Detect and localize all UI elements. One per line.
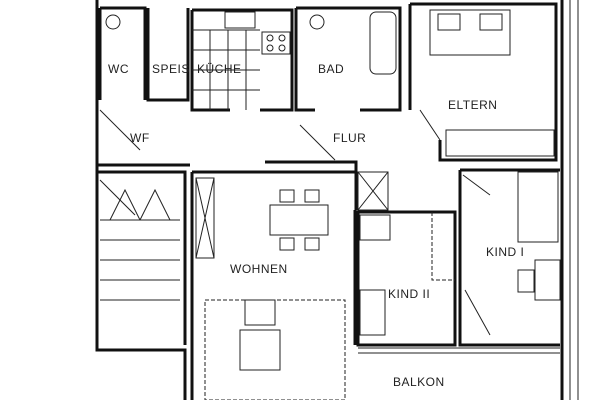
shelf-icon <box>195 177 215 259</box>
sink-icon <box>224 11 256 29</box>
wardrobe-icon <box>445 129 555 157</box>
cabinet-icon <box>357 171 389 211</box>
speis-walls <box>146 8 190 102</box>
outer-wall-left <box>95 0 187 400</box>
room-label-speis: SPEIS <box>152 62 190 76</box>
flur-wall <box>265 160 358 210</box>
kueche-walls <box>190 8 294 112</box>
bathtub-icon <box>369 11 397 75</box>
stair-walls <box>97 170 187 345</box>
wc-walls <box>98 6 147 100</box>
room-label-eltern: ELTERN <box>448 98 498 112</box>
table-kind1 <box>534 259 561 301</box>
bed-kind1 <box>517 171 559 243</box>
bed-icon <box>429 9 511 56</box>
balkon-rail <box>358 347 560 354</box>
desk-icon <box>359 289 386 336</box>
dining-table-icon <box>269 204 329 236</box>
room-label-flur: FLUR <box>333 131 367 145</box>
room-label-kind1: KIND I <box>486 245 525 259</box>
room-label-balkon: BALKON <box>393 375 445 389</box>
room-label-wc: WC <box>108 62 129 76</box>
kind1-walls <box>458 168 560 347</box>
coffee-table-icon <box>239 329 281 371</box>
room-label-kueche: KÜCHE <box>197 62 242 76</box>
door-swing <box>99 109 441 216</box>
kind2-walls <box>356 210 457 347</box>
toilet-icon <box>309 14 325 30</box>
room-label-wohnen: WOHNEN <box>230 262 288 276</box>
wohnen-walls <box>190 170 357 400</box>
room-label-bad: BAD <box>318 62 345 76</box>
bad-walls <box>294 6 402 112</box>
eltern-walls <box>408 2 558 162</box>
stove-icon <box>261 31 291 55</box>
room-label-wf: WF <box>130 131 150 145</box>
stairs <box>100 188 180 301</box>
room-label-kind2: KIND II <box>388 287 431 301</box>
kitchen-tiles <box>192 29 260 110</box>
